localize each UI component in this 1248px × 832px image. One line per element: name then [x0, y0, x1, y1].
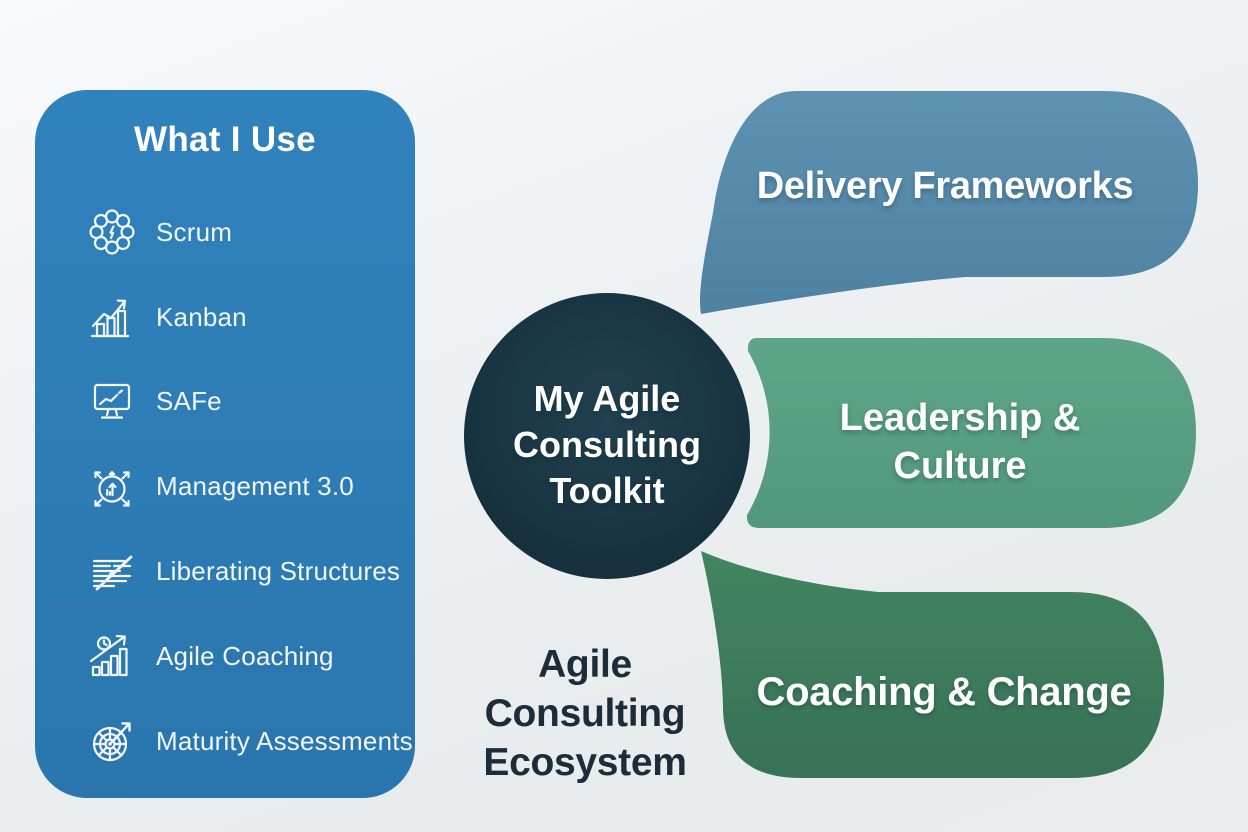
panel-item-label: SAFe: [156, 386, 222, 417]
panel-item-list: Scrum Kanban: [35, 190, 415, 784]
ecosystem-caption-line: Ecosystem: [483, 741, 687, 784]
panel-item-safe: SAFe: [35, 360, 415, 445]
panel-item-management30: Management 3.0: [35, 444, 415, 529]
center-label-line: Toolkit: [549, 470, 665, 511]
panel-item-agile-coaching: Agile Coaching: [35, 614, 415, 699]
panel-item-label: Management 3.0: [156, 471, 354, 502]
panel-item-scrum: Scrum: [35, 190, 415, 275]
monitor-trend-icon: [83, 373, 141, 431]
bubble-leadership-culture-shape: [746, 338, 1196, 528]
ecosystem-caption-line: Agile: [538, 643, 632, 686]
what-i-use-panel: What I Use Scrum: [35, 90, 415, 798]
bubble-coaching-change-label: Coaching & Change: [756, 669, 1132, 714]
panel-item-maturity-assessments: Maturity Assessments: [35, 699, 415, 784]
bubble-coaching-change-shape: [701, 551, 1164, 778]
ecosystem-caption-line: Consulting: [484, 692, 686, 735]
panel-title: What I Use: [134, 120, 316, 159]
bubble-delivery-frameworks-label: Delivery Frameworks: [756, 164, 1134, 207]
ecosystem-caption: Agile Consulting Ecosystem: [440, 640, 730, 787]
target-arrow-icon: [83, 712, 141, 770]
kanban-growth-chart-icon: [83, 288, 141, 346]
panel-item-label: Scrum: [156, 216, 233, 247]
center-toolkit-label: My Agile Consulting Toolkit: [467, 376, 747, 514]
center-label-line: Consulting: [513, 424, 701, 465]
panel-item-liberating-structures: Liberating Structures: [35, 529, 415, 614]
bubble-delivery-frameworks-shape: [700, 91, 1198, 314]
bubble-leadership-culture-label: Leadership & Culture: [760, 394, 1160, 490]
coaching-bars-clock-icon: [83, 627, 141, 685]
bubble-label-line: Leadership &: [839, 397, 1081, 439]
expand-gauge-icon: [83, 458, 141, 516]
center-circle-shape: [464, 293, 750, 579]
scrum-circle-icon: [83, 203, 141, 261]
panel-item-kanban: Kanban: [35, 275, 415, 360]
lined-text-slash-icon: [83, 543, 141, 601]
center-label-line: My Agile: [533, 378, 681, 419]
panel-item-label: Agile Coaching: [156, 640, 334, 671]
panel-item-label: Maturity Assessments: [156, 725, 413, 756]
panel-item-label: Liberating Structures: [156, 556, 401, 587]
bubble-label-line: Culture: [893, 445, 1027, 487]
panel-item-label: Kanban: [156, 301, 247, 332]
